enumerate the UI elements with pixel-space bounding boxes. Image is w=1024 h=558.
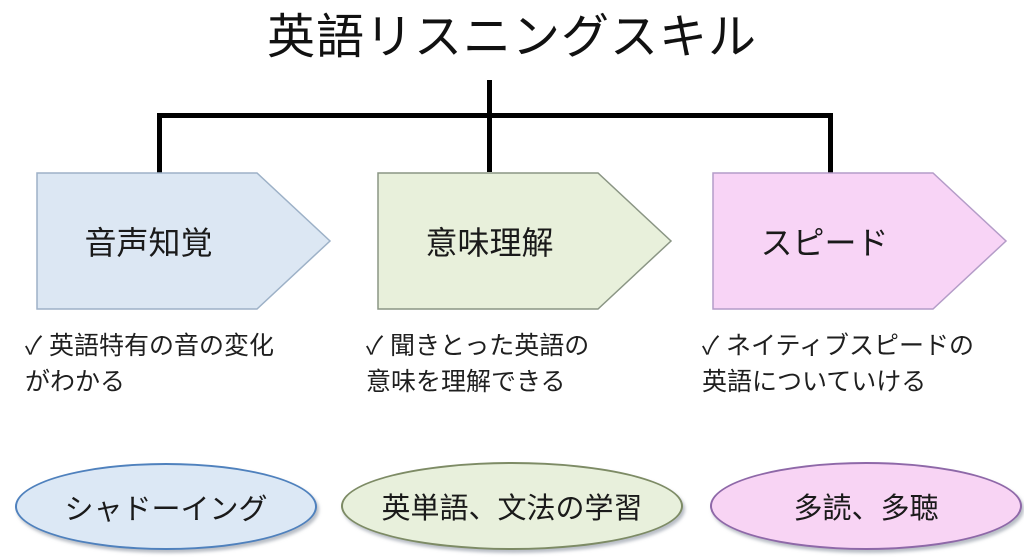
arrow-label-speed: スピード [760,225,889,261]
page-title: 英語リスニングスキル [266,11,757,64]
method-label-vocab-grammar: 英単語、文法の学習 [381,493,643,525]
description-speed: ✓ ネイティブスピードの 英語についていける [702,332,975,396]
tree-connector-horizontal [157,113,833,118]
right-arrow-pentagon-icon [377,172,673,310]
arrow-label-meaning-comprehension: 意味理解 [425,225,554,261]
method-ellipse-shadowing: シャドーイング [15,463,317,550]
description-sound-perception: ✓ 英語特有の音の変化 がわかる [25,332,275,396]
description-meaning-comprehension: ✓ 聞きとった英語の 意味を理解できる [366,332,590,396]
tree-connector-right-drop [828,113,833,173]
right-arrow-pentagon-icon [712,172,1008,310]
arrow-label-sound-perception: 音声知覚 [84,225,213,261]
tree-connector-trunk [487,80,492,172]
arrow-shape-speed: スピード [712,172,1008,310]
arrow-shape-sound-perception: 音声知覚 [36,172,332,310]
tree-connector-left-drop [157,113,162,173]
method-ellipse-extensive-reading-listening: 多読、多聴 [710,462,1022,550]
method-ellipse-vocab-grammar: 英単語、文法の学習 [341,462,683,550]
method-label-shadowing: シャドーイング [64,493,268,526]
right-arrow-pentagon-icon [36,172,332,310]
arrow-shape-meaning-comprehension: 意味理解 [377,172,673,310]
method-label-extensive-reading-listening: 多読、多聴 [793,493,939,525]
